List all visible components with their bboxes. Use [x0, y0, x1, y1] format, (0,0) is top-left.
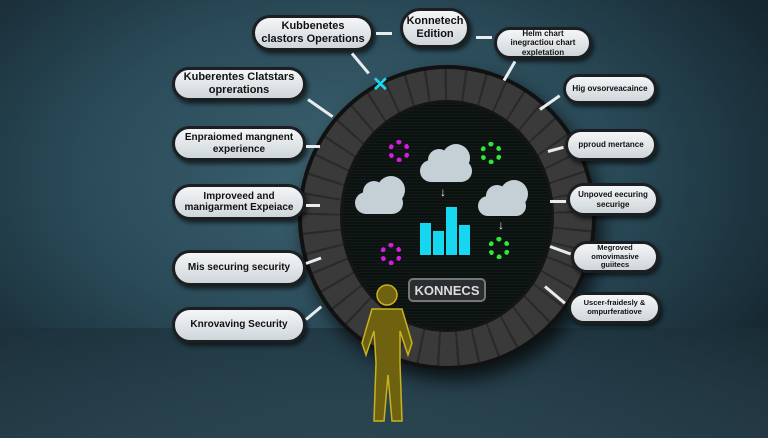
- arrow-down-icon: ↓: [498, 218, 504, 232]
- bar: [446, 207, 457, 255]
- label-kubernetes-operations-top: Kubbenetes clastors Operations: [252, 15, 374, 51]
- arrow-connector: [307, 98, 334, 118]
- arrow-down-icon: ↓: [440, 185, 446, 199]
- konnecs-label: KONNECS: [408, 278, 486, 302]
- bar: [420, 223, 431, 255]
- label-left-3: Improveed and manigarment Expeiace: [172, 184, 306, 220]
- gear-icon: [388, 140, 410, 162]
- label-left-1: Kuberentes Clatstars oprerations: [172, 67, 306, 101]
- bar: [433, 231, 444, 255]
- label-helm: Helm chart inegractiou chart expletation: [494, 27, 592, 59]
- label-left-5: Knrovaving Security: [172, 307, 306, 343]
- arrow-connector: [350, 52, 370, 75]
- gear-icon: [480, 142, 502, 164]
- label-right-1: Hig ovsorveacaince: [563, 74, 657, 104]
- label-right-4: Megroved omovimasive guiitecs: [571, 241, 659, 273]
- label-right-2: pproud mertance: [565, 129, 657, 161]
- label-left-4: Mis securing security: [172, 250, 306, 286]
- gear-icon: [488, 237, 510, 259]
- label-right-3: Unpoved eecuring securige: [567, 183, 659, 216]
- label-edition: Konnetech Edition: [400, 8, 470, 48]
- arrow-connector: [305, 305, 323, 321]
- label-right-5: Uscer-fraidesly & ompurferatiove: [568, 292, 661, 324]
- kubernetes-node-icon: ✕: [372, 74, 389, 96]
- cloud-icon: [478, 180, 528, 216]
- cloud-icon: [355, 176, 405, 214]
- person-silhouette: [361, 284, 413, 422]
- bar: [459, 225, 470, 255]
- label-left-2: Enpraiomed mangnent experience: [172, 126, 306, 161]
- arrow-connector: [306, 204, 320, 207]
- gear-icon: [380, 243, 402, 265]
- arrow-connector: [550, 200, 566, 203]
- bar-chart-icon: [420, 205, 470, 255]
- arrow-connector: [306, 145, 320, 148]
- arrow-connector: [376, 32, 392, 35]
- cloud-icon: [420, 144, 472, 182]
- arrow-connector: [476, 36, 492, 39]
